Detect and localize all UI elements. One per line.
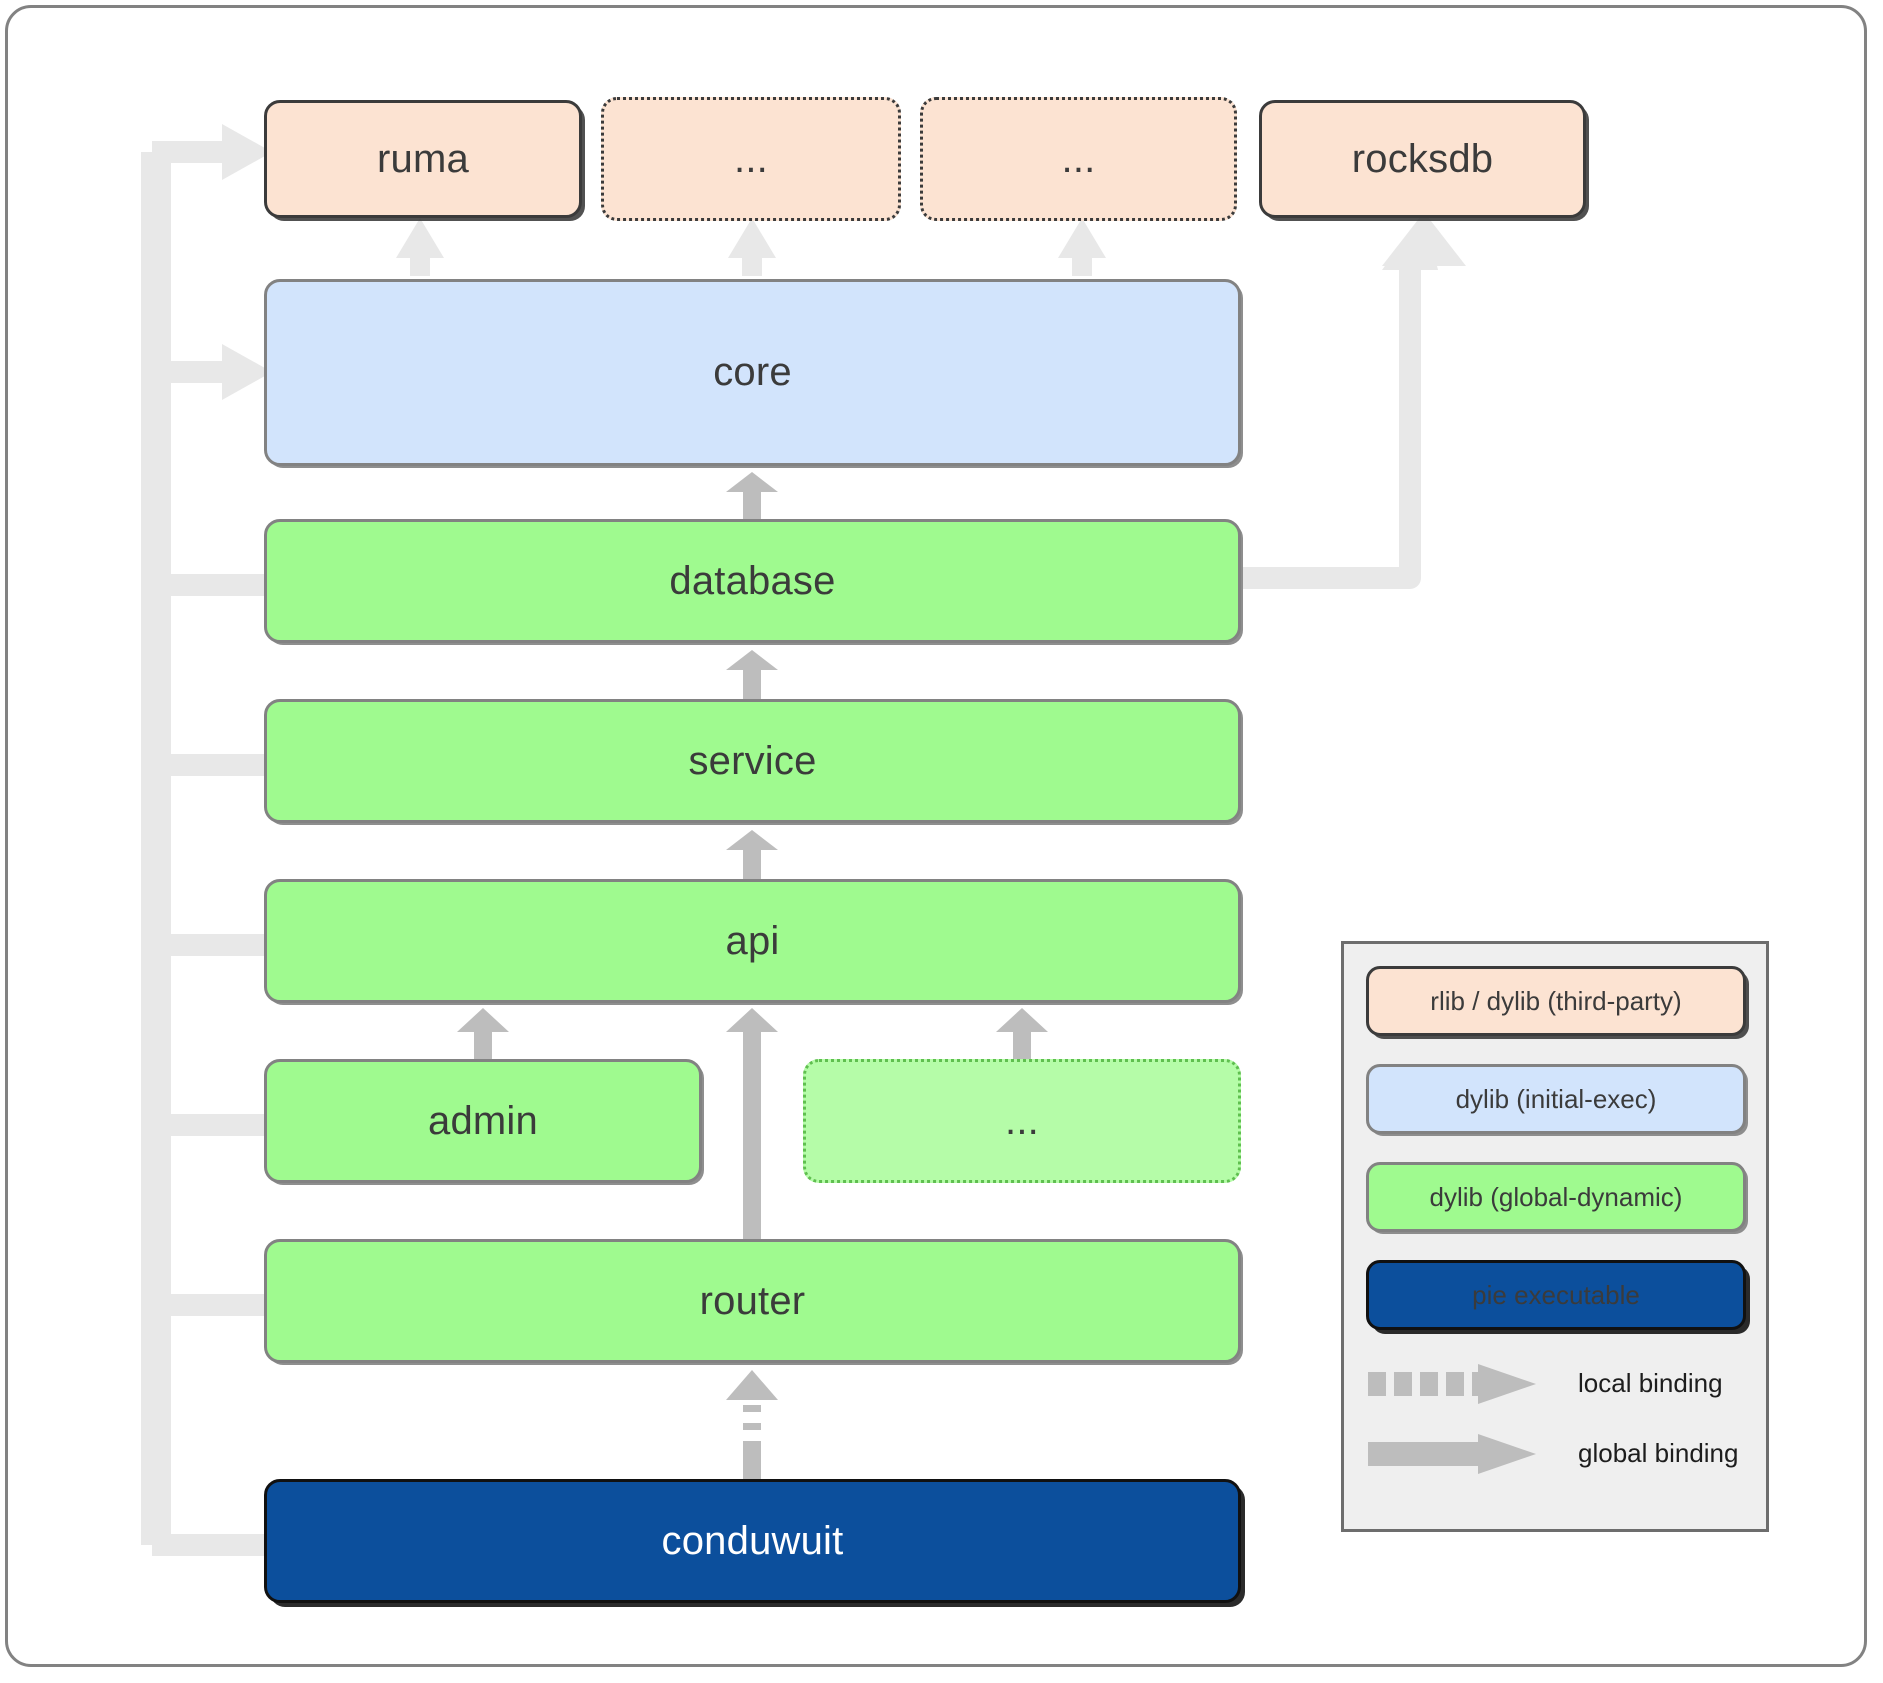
node-core-label: core: [713, 350, 792, 394]
node-placeholder-top-2[interactable]: ...: [920, 97, 1237, 221]
legend-swatch-global-dynamic-label: dylib (global-dynamic): [1429, 1181, 1683, 1212]
legend-row-global-binding: global binding: [1366, 1428, 1750, 1478]
legend-row-local-binding: local binding: [1366, 1358, 1750, 1408]
node-admin-label: admin: [428, 1098, 538, 1143]
node-conduwuit[interactable]: conduwuit: [264, 1479, 1241, 1603]
node-ruma-label: ruma: [377, 136, 469, 181]
legend-local-binding-label: local binding: [1578, 1367, 1723, 1398]
node-service-label: service: [688, 738, 817, 783]
node-rocksdb-label: rocksdb: [1351, 136, 1494, 181]
legend-swatch-global-dynamic: dylib (global-dynamic): [1366, 1162, 1746, 1232]
legend-swatch-third-party-label: rlib / dylib (third-party): [1430, 985, 1682, 1016]
node-api[interactable]: api: [264, 879, 1241, 1003]
legend-swatch-initial-exec-label: dylib (initial-exec): [1455, 1083, 1657, 1114]
node-rocksdb[interactable]: rocksdb: [1259, 100, 1586, 218]
node-router-label: router: [699, 1278, 806, 1323]
node-service[interactable]: service: [264, 699, 1241, 823]
node-admin[interactable]: admin: [264, 1059, 702, 1183]
node-database-label: database: [669, 558, 836, 603]
legend-panel: rlib / dylib (third-party) dylib (initia…: [1341, 941, 1769, 1532]
node-placeholder-api[interactable]: ...: [803, 1059, 1241, 1183]
legend-swatch-pie-executable: pie executable: [1366, 1260, 1746, 1330]
node-placeholder-top-2-label: ...: [1061, 136, 1096, 181]
node-placeholder-top-1-label: ...: [734, 136, 768, 181]
node-api-label: api: [725, 918, 780, 963]
dashed-arrow-icon: [1366, 1361, 1556, 1405]
solid-arrow-icon: [1366, 1431, 1556, 1475]
node-database[interactable]: database: [264, 519, 1241, 643]
node-core[interactable]: core: [264, 279, 1241, 466]
legend-swatch-initial-exec: dylib (initial-exec): [1366, 1064, 1746, 1134]
node-placeholder-api-label: ...: [1005, 1098, 1039, 1143]
node-placeholder-top-1[interactable]: ...: [601, 97, 901, 221]
legend-swatch-pie-executable-label: pie executable: [1472, 1279, 1640, 1310]
node-router[interactable]: router: [264, 1239, 1241, 1363]
node-conduwuit-label: conduwuit: [661, 1518, 844, 1563]
node-ruma[interactable]: ruma: [264, 100, 582, 218]
legend-global-binding-label: global binding: [1578, 1437, 1739, 1468]
legend-swatch-third-party: rlib / dylib (third-party): [1366, 966, 1746, 1036]
